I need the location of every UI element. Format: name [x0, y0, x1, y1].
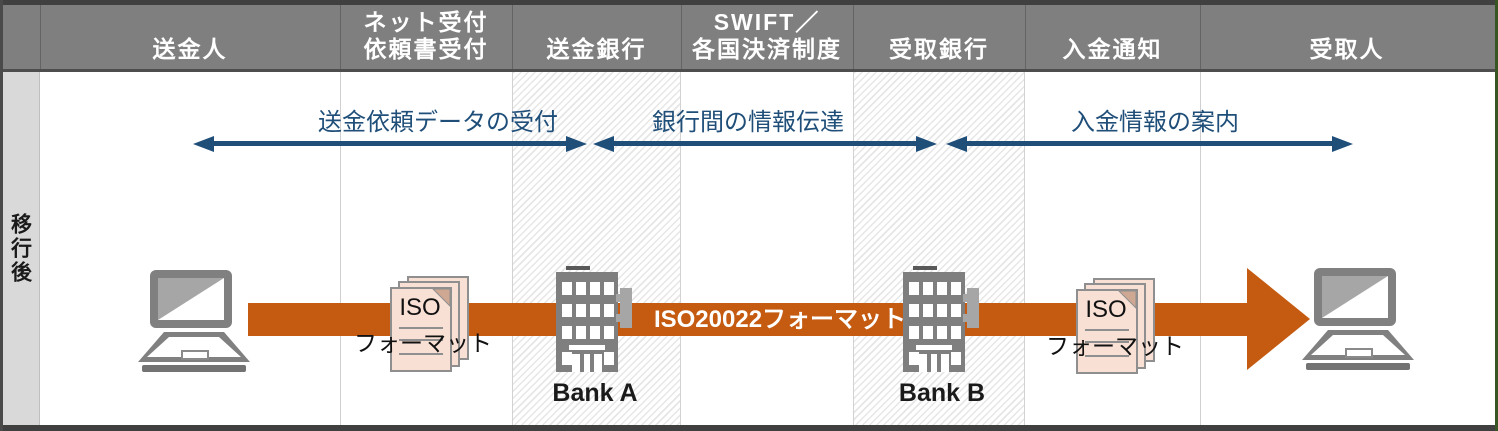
outer-border-left: [0, 0, 3, 431]
arrow-bar: [212, 141, 568, 146]
header-label-deposit-notice: 入金通知: [1062, 36, 1163, 62]
header-divider: [1025, 5, 1026, 70]
header-label-swift: SWIFT／: [713, 9, 821, 35]
column-divider: [1200, 72, 1201, 425]
arrow-bar: [612, 141, 918, 146]
header-cell-recipient: 受取人: [1200, 0, 1494, 72]
header-cell-deposit-notice: 入金通知: [1025, 0, 1200, 72]
phase-column: 移行後: [0, 72, 40, 425]
bank-a-label: Bank A: [552, 379, 638, 407]
arrowhead-left-icon: [193, 136, 214, 152]
column-divider: [340, 72, 341, 425]
header-label-receiving-bank: 受取銀行: [889, 36, 989, 62]
iso-format-caption: フォーマット: [354, 330, 492, 356]
sender-laptop-icon: [138, 270, 250, 372]
header-cell-sender: 送金人: [40, 0, 340, 72]
iso-documents-icon: ISO: [390, 276, 469, 372]
outer-border-bottom: [0, 425, 1498, 431]
bank-b-label: Bank B: [898, 379, 986, 407]
header-cell-swift: SWIFT／ 各国決済制度: [681, 0, 853, 72]
recipient-laptop-icon: [1302, 268, 1414, 370]
header-divider: [681, 5, 682, 70]
iso-document-title: ISO: [399, 294, 440, 321]
outer-border-top: [0, 0, 1498, 5]
header-divider: [40, 5, 41, 70]
header-label-net-reception-2: 依頼書受付: [363, 36, 489, 62]
header-row: 送金人 ネット受付 依頼書受付 送金銀行 SWIFT／ 各国決済制度 受取銀行 …: [0, 0, 1498, 72]
header-label-sending-bank: 送金銀行: [546, 36, 647, 62]
arrow-bar: [965, 141, 1334, 146]
bank-a-building-icon: [556, 266, 632, 372]
header-label-swift-2: 各国決済制度: [692, 36, 842, 62]
header-divider: [340, 5, 341, 70]
arrowhead-right-icon: [1332, 136, 1353, 152]
iso-document-title: ISO: [1085, 296, 1126, 323]
header-divider: [853, 5, 854, 70]
bank-b-building-icon: [903, 266, 979, 372]
span-arrow-label-remittance-request: 送金依頼データの受付: [318, 109, 558, 136]
arrowhead-right-icon: [566, 136, 587, 152]
header-cell-net-reception: ネット受付 依頼書受付: [340, 0, 512, 72]
arrowhead-right-icon: [916, 136, 937, 152]
arrowhead-left-icon: [946, 136, 967, 152]
main-flow-arrowhead-icon: [1247, 268, 1310, 370]
header-divider: [512, 5, 513, 70]
header-label-sender: 送金人: [152, 36, 228, 62]
header-divider: [1200, 5, 1201, 70]
iso-documents-icon: ISO: [1076, 278, 1155, 374]
span-arrow-label-deposit-info: 入金情報の案内: [1071, 109, 1239, 136]
span-arrow-interbank: [593, 136, 937, 152]
phase-label-after-migration: 移行後: [8, 212, 32, 285]
iso-format-caption: フォーマット: [1046, 333, 1184, 359]
arrowhead-left-icon: [593, 136, 614, 152]
header-label-net-reception: ネット受付: [363, 9, 489, 35]
main-flow-arrow-label: ISO20022フォーマット: [653, 306, 907, 333]
span-arrow-remittance-request: [193, 136, 587, 152]
span-arrow-label-interbank: 銀行間の情報伝達: [652, 109, 844, 136]
span-arrow-deposit-info: [946, 136, 1353, 152]
outer-border-right: [1495, 0, 1498, 431]
header-label-recipient: 受取人: [1309, 36, 1385, 62]
header-cell-sending-bank: 送金銀行: [512, 0, 681, 72]
header-bottom-border: [0, 69, 1498, 72]
header-cell-receiving-bank: 受取銀行: [853, 0, 1025, 72]
